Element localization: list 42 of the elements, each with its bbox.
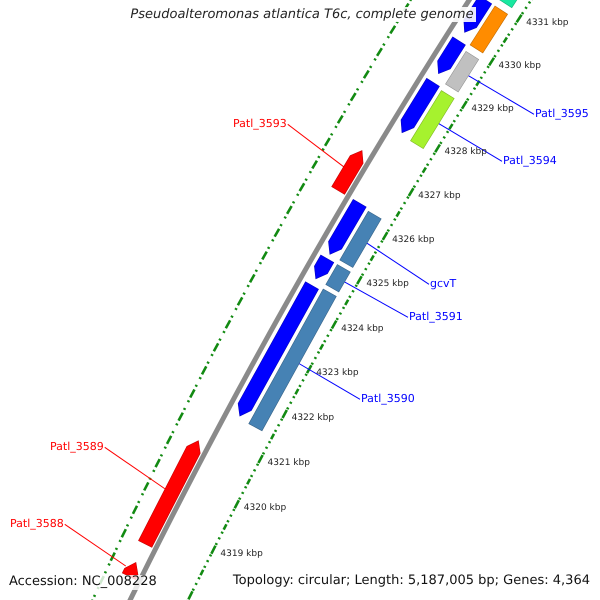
gene-feature [248, 288, 337, 432]
leader-line [366, 242, 430, 285]
gene-label: gcvT [430, 278, 456, 291]
gene-feature [445, 50, 480, 92]
gene-feature [339, 210, 382, 268]
gene-label: Patl_3593 [233, 118, 287, 131]
map-title: Pseudoalteromonas atlantica T6c, complete genome [128, 7, 476, 22]
tick-label: 4321 kbp [268, 458, 310, 468]
gene-feature [437, 36, 466, 74]
gene-feature [328, 198, 367, 255]
tick-label: 4324 kbp [341, 324, 384, 334]
gene-feature [400, 78, 440, 134]
leader-line [438, 123, 502, 162]
gene-feature [331, 150, 364, 195]
leader-line [287, 124, 344, 168]
leader-line [468, 75, 534, 115]
leader-line [344, 281, 408, 318]
gene-label: Patl_3588 [10, 518, 64, 531]
leader-line [104, 446, 166, 490]
gene-feature [138, 440, 201, 548]
tick-label: 4331 kbp [526, 18, 568, 28]
gene-label: Patl_3595 [535, 108, 589, 121]
tick-label: 4326 kbp [392, 235, 434, 246]
tick-label: 4325 kbp [366, 279, 409, 290]
tick-label: 4329 kbp [471, 104, 514, 114]
genome-info-label: Topology: circular; Length: 5,187,005 bp; Genes: 4,364 [232, 574, 590, 589]
gene-feature [314, 254, 334, 280]
accession-label: Accession: NC_008228 [9, 575, 157, 590]
tick-label: 4330 kbp [498, 60, 541, 71]
leader-line [64, 524, 126, 567]
gene-label: Patl_3591 [409, 311, 463, 324]
tick-label: 4327 kbp [418, 191, 461, 202]
tick-label: 4320 kbp [244, 503, 286, 514]
gene-label: Patl_3589 [50, 441, 104, 454]
gene-label: Patl_3594 [503, 155, 557, 168]
tick-label: 4319 kbp [220, 548, 263, 560]
tick-label: 4323 kbp [316, 368, 359, 379]
gene-feature [325, 264, 351, 292]
tick-label: 4322 kbp [292, 413, 334, 424]
tick-label: 4328 kbp [444, 147, 487, 158]
gene-label: Patl_3590 [361, 393, 415, 406]
leader-line [298, 362, 360, 400]
